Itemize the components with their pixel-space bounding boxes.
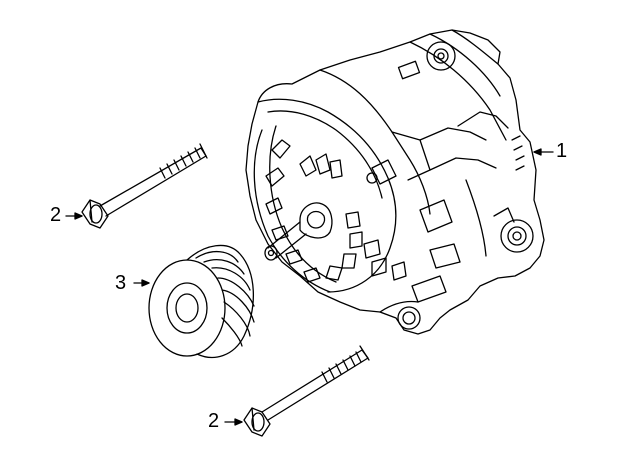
pulley (148, 244, 255, 359)
callout-label-1: 1 (556, 140, 568, 162)
callout-label-3: 3 (115, 272, 127, 294)
leader-arrow-2b (234, 418, 243, 426)
leader-arrow-1 (533, 148, 542, 156)
callout-label-2-lower: 2 (208, 410, 220, 432)
bolt-lower (243, 345, 370, 437)
bolt-upper (81, 143, 208, 229)
leader-arrow-2a (74, 212, 83, 220)
alternator-outline (245, 29, 545, 335)
leader-arrow-3 (141, 279, 150, 287)
alternator (245, 29, 545, 335)
callout-label-2-upper: 2 (50, 204, 62, 226)
